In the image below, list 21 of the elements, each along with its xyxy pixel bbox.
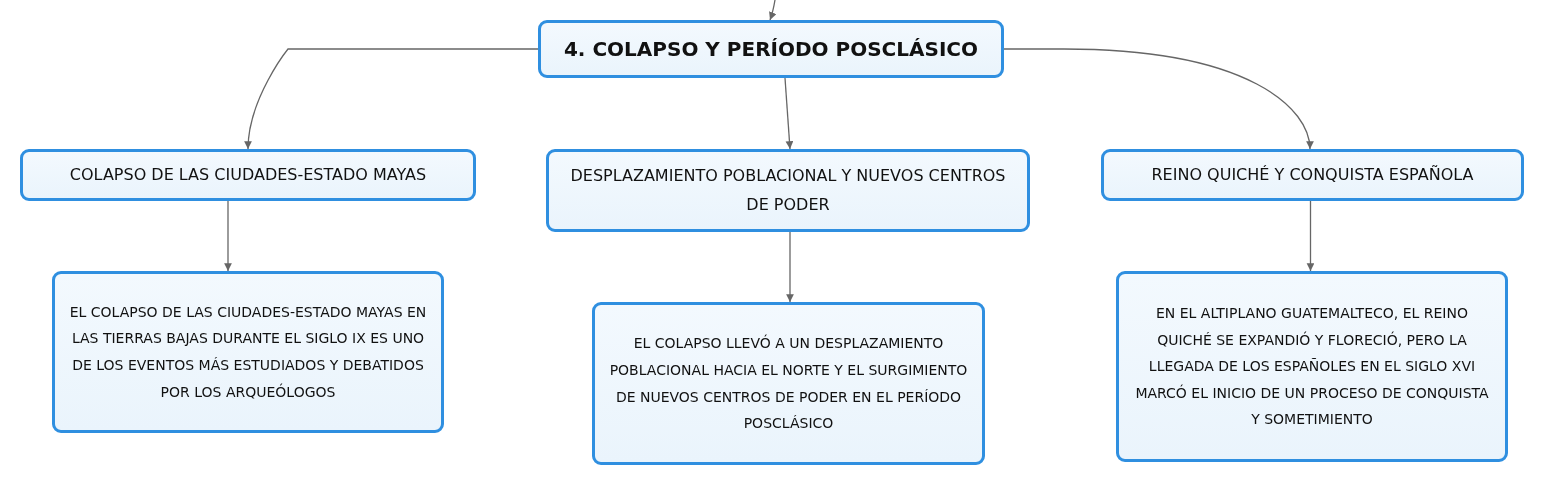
connector-arrow	[1003, 48, 1313, 150]
connector-arrow	[244, 48, 539, 150]
topic-title: DESPLAZAMIENTO POBLACIONAL Y NUEVOS CENTROS DE PODER	[569, 164, 1007, 216]
connector-arrow	[784, 77, 794, 150]
detail-box	[592, 302, 985, 465]
topic-box	[1101, 149, 1524, 201]
connector-arrow	[1306, 200, 1315, 272]
root-topic-box	[538, 20, 1004, 78]
topic-title: 4. COLAPSO Y PERÍODO POSCLÁSICO	[563, 36, 979, 63]
detail-box	[1116, 271, 1508, 462]
description-text: EL COLAPSO DE LAS CIUDADES-ESTADO MAYAS EN LAS TIERRAS BAJAS DURANTE EL SIGLO IX ES UNO DE LOS EVENTOS MÁS ESTUDIADOS Y DEBATIDOS POR LOS ARQUEÓLOGOS	[69, 302, 427, 402]
topic-title: REINO QUICHÉ Y CONQUISTA ESPAÑOLA	[1151, 163, 1474, 186]
detail-box	[52, 271, 444, 433]
connector-arrow	[769, 0, 777, 21]
description-text: EL COLAPSO LLEVÓ A UN DESPLAZAMIENTO POBLACIONAL HACIA EL NORTE Y EL SURGIMIENTO DE NUEVOS CENTROS DE PODER EN EL PERÍODO POSCLÁSICO	[609, 333, 968, 434]
connector-arrow	[786, 231, 794, 303]
topic-box	[20, 149, 476, 201]
description-text: EN EL ALTIPLANO GUATEMALTECO, EL REINO QUICHÉ SE EXPANDIÓ Y FLORECIÓ, PERO LA LLEGADA DE LOS ESPAÑOLES EN EL SIGLO XVI MARCÓ EL INICIO DE UN PROCESO DE CONQUISTA Y SOMETIMIENTO	[1134, 304, 1490, 430]
connector-arrow	[224, 200, 232, 272]
topic-title: COLAPSO DE LAS CIUDADES-ESTADO MAYAS	[69, 163, 427, 186]
topic-box	[546, 149, 1030, 232]
